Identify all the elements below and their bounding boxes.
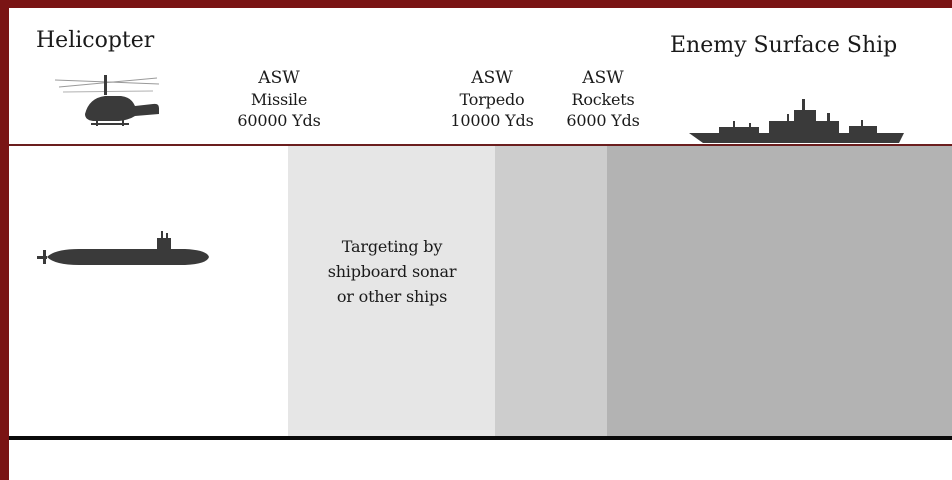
helicopter-icon xyxy=(54,75,160,126)
targeting-line3: or other ships xyxy=(336,287,448,306)
asw-missile-line2: Missile xyxy=(250,90,308,109)
targeting-line2: shipboard sonar xyxy=(327,262,457,281)
asw-torpedo-label: ASW Torpedo 10000 Yds xyxy=(437,68,547,131)
missile-range-zone xyxy=(288,146,495,437)
asw-torpedo-line1: ASW xyxy=(471,68,513,88)
helicopter-label: Helicopter xyxy=(36,28,155,53)
asw-rockets-range: 6000 Yds xyxy=(566,111,640,130)
asw-torpedo-line2: Torpedo xyxy=(459,90,525,109)
targeting-note: Targeting by shipboard sonar or other sh… xyxy=(292,234,492,309)
waterline xyxy=(9,144,952,146)
seabed-line xyxy=(9,436,952,440)
asw-torpedo-range: 10000 Yds xyxy=(450,111,534,130)
warship-icon xyxy=(689,99,904,143)
targeting-line1: Targeting by xyxy=(341,237,443,256)
asw-missile-line1: ASW xyxy=(258,68,300,88)
rockets-range-zone xyxy=(607,146,952,437)
asw-rockets-label: ASW Rockets 6000 Yds xyxy=(553,68,653,131)
asw-rockets-line1: ASW xyxy=(582,68,624,88)
torpedo-range-zone xyxy=(495,146,607,437)
submarine-icon xyxy=(37,231,209,265)
asw-missile-range: 60000 Yds xyxy=(237,111,321,130)
asw-missile-label: ASW Missile 60000 Yds xyxy=(219,68,339,131)
enemy-ship-label: Enemy Surface Ship xyxy=(670,33,898,58)
asw-rockets-line2: Rockets xyxy=(571,90,635,109)
